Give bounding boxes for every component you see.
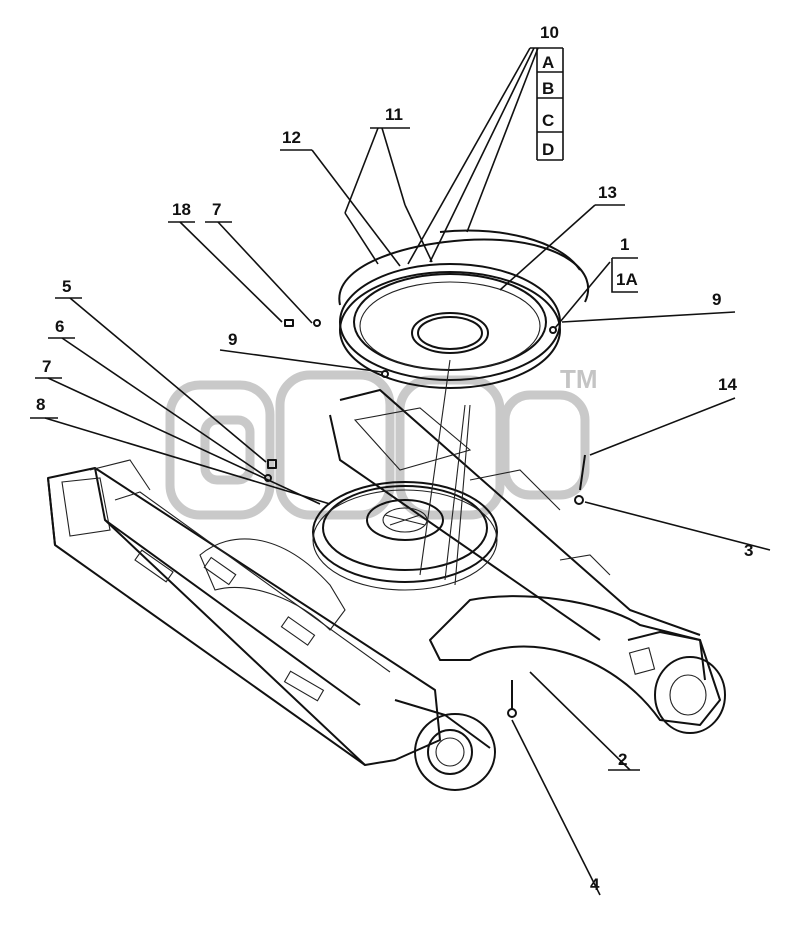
callout-8: 8 xyxy=(36,395,45,414)
watermark-tm: TM xyxy=(560,364,598,394)
callout-13: 13 xyxy=(598,183,617,202)
callout-10B: B xyxy=(542,79,554,98)
callout-7-upper: 7 xyxy=(212,200,221,219)
callout-1A: 1A xyxy=(616,270,638,289)
callout-12: 12 xyxy=(282,128,301,147)
callout-14: 14 xyxy=(718,375,737,394)
callout-5: 5 xyxy=(62,277,71,296)
center-joint-lines xyxy=(419,359,471,586)
watermark-logo: TM xyxy=(165,364,598,520)
upper-slewing-bearing xyxy=(338,229,590,389)
callout-9-right: 9 xyxy=(712,290,721,309)
small-parts xyxy=(264,319,586,718)
callout-labels: 10 A B C D 11 12 13 1 1A 9 18 7 5 6 7 9 … xyxy=(36,23,753,894)
callout-10C: C xyxy=(542,111,554,130)
callout-6: 6 xyxy=(55,317,64,336)
leader-lines xyxy=(30,47,771,896)
callout-9-left: 9 xyxy=(228,330,237,349)
callout-10D: D xyxy=(542,140,554,159)
callout-3: 3 xyxy=(744,541,753,560)
callout-11: 11 xyxy=(385,105,403,124)
callout-18: 18 xyxy=(172,200,191,219)
callout-2: 2 xyxy=(618,750,627,769)
callout-1: 1 xyxy=(620,235,629,254)
callout-10A: A xyxy=(542,53,554,72)
callout-7-lower: 7 xyxy=(42,357,51,376)
callout-10: 10 xyxy=(540,23,559,42)
lower-slewing-ring xyxy=(312,481,498,591)
track-frame xyxy=(47,389,726,791)
callout-4: 4 xyxy=(590,875,600,894)
